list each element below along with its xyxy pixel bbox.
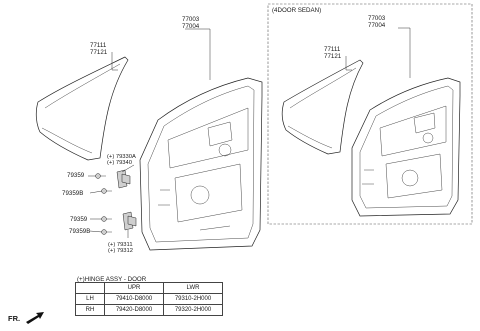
leader-lines-left — [88, 28, 211, 238]
table-row: LH 79410-D8000 79310-2H000 — [75, 293, 223, 305]
sedan-box-title: (4DOOR SEDAN) — [272, 7, 321, 14]
lower-hinge-left — [122, 211, 137, 231]
label-hinge-upr-2-left: (+) 79340 — [107, 160, 132, 166]
label-outer-panel-1-right: 77111 — [324, 46, 341, 53]
table-cell-upr: 79410-D8000 — [104, 293, 164, 305]
label-bolt-lwr-left: 79359 — [70, 216, 88, 223]
table-cell-upr: 79420-D8000 — [104, 304, 164, 316]
label-bolt-upr-b-left: 79359B — [62, 190, 83, 197]
label-hinge-upr-1-left: (+) 79330A — [107, 154, 136, 160]
label-door-assy-2-left: 77004 — [182, 23, 200, 30]
leader-lines-right — [345, 27, 411, 78]
label-outer-panel-2-left: 77121 — [90, 49, 108, 56]
upper-hinge-left — [116, 169, 131, 189]
label-door-assy-2-right: 77004 — [368, 22, 386, 29]
label-hinge-lwr-1-left: (+) 79311 — [108, 242, 133, 248]
front-direction-label: FR. — [8, 314, 21, 323]
table-row-label: RH — [75, 304, 105, 316]
label-door-assy-1-right: 77003 — [368, 15, 386, 22]
table-header-upr: UPR — [104, 282, 164, 294]
table-header-cell — [75, 282, 105, 294]
bolt-lower-b-left — [101, 229, 112, 235]
hinge-table-title: (+)HINGE ASSY - DOOR — [77, 276, 147, 283]
outer-door-panel-left — [35, 56, 129, 161]
label-door-assy-1-left: 77003 — [182, 16, 200, 23]
label-outer-panel-2-right: 77121 — [324, 53, 342, 60]
door-inner-frame-left — [139, 77, 263, 251]
bolt-upper-left — [95, 173, 106, 179]
table-cell-lwr: 79320-2H000 — [163, 304, 223, 316]
bolt-lower-left — [101, 216, 112, 222]
front-direction-arrow-icon — [26, 312, 44, 324]
door-inner-frame-right — [351, 77, 461, 217]
table-row-label: LH — [75, 293, 105, 305]
outer-door-panel-right — [281, 59, 364, 155]
label-hinge-lwr-2-left: (+) 79312 — [108, 248, 133, 254]
hinge-assy-table: UPR LWR LH 79410-D8000 79310-2H000 RH 79… — [75, 282, 223, 316]
label-bolt-lwr-b-left: 79359B — [69, 228, 90, 235]
table-header-row: UPR LWR — [75, 282, 223, 294]
label-bolt-upr-left: 79359 — [67, 172, 85, 179]
label-outer-panel-1-left: 77111 — [90, 42, 107, 49]
table-row: RH 79420-D8000 79320-2H000 — [75, 304, 223, 316]
table-cell-lwr: 79310-2H000 — [163, 293, 223, 305]
sedan-variant-box — [267, 3, 473, 225]
bolt-upper-b-left — [101, 188, 112, 194]
table-header-lwr: LWR — [163, 282, 223, 294]
